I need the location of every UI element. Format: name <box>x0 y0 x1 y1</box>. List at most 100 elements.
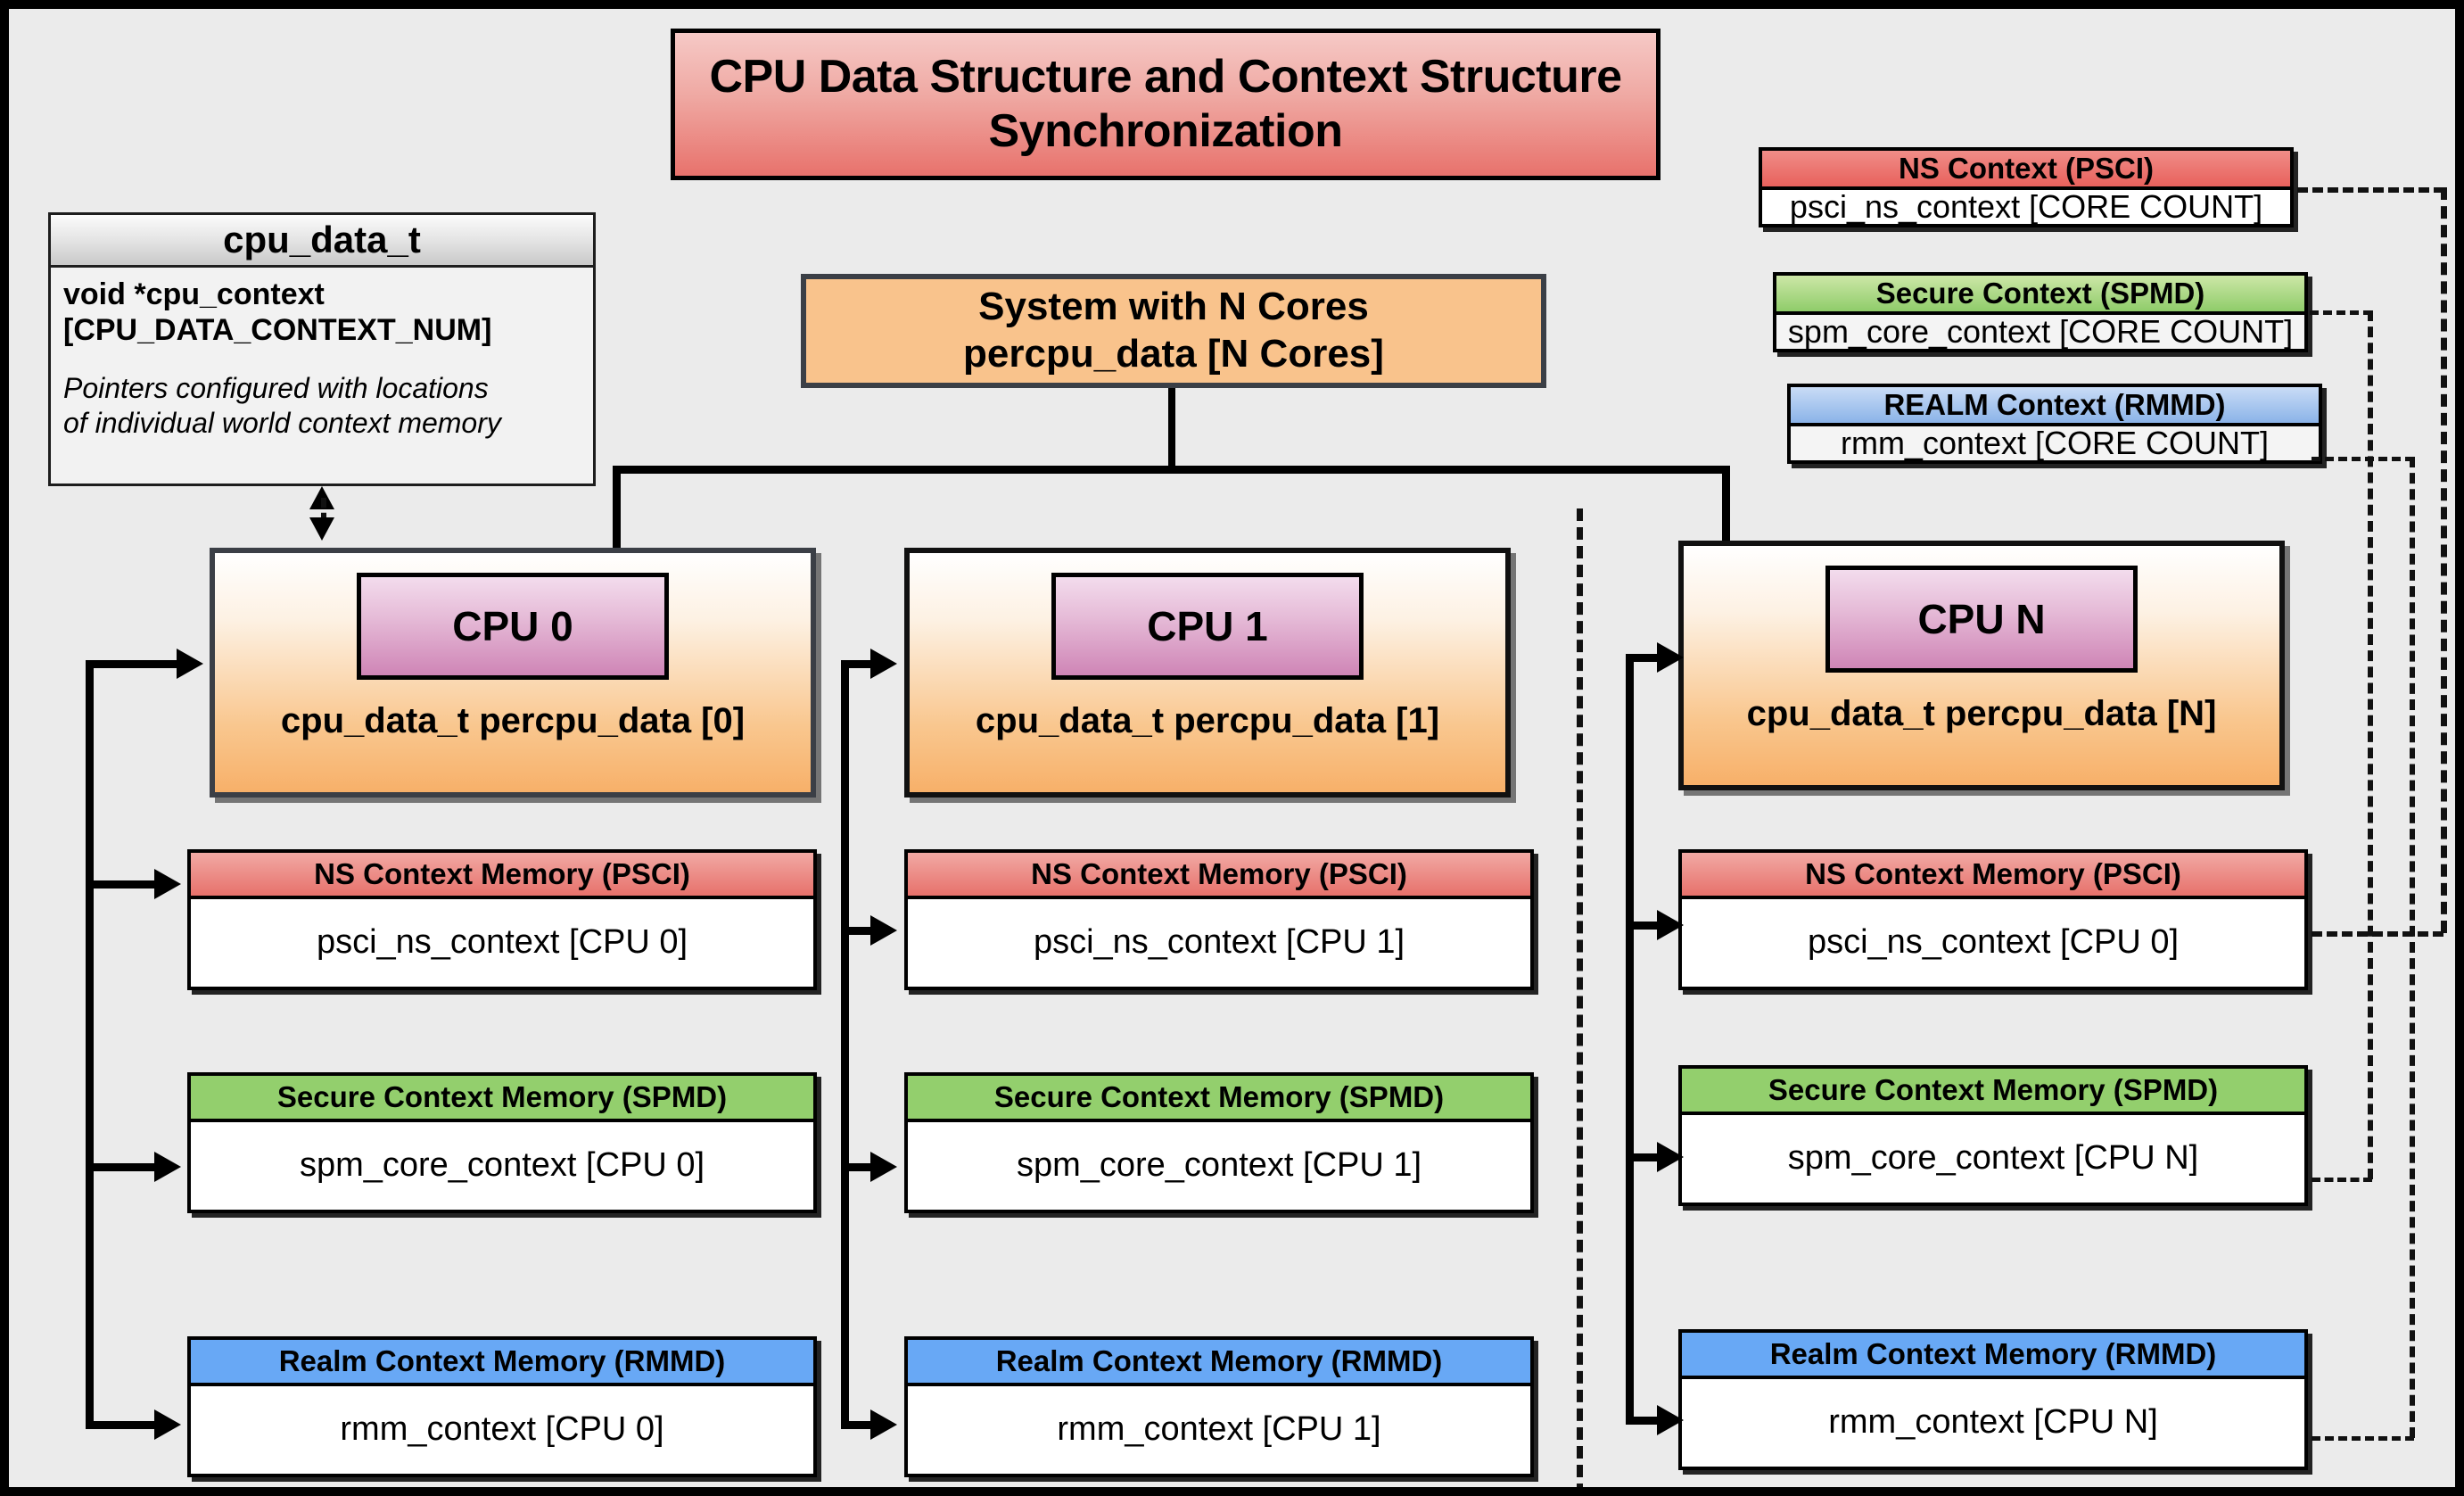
cpu-1-secure-body: spm_core_context [CPU 1] <box>908 1122 1530 1210</box>
cpu-n-secure-header: Secure Context Memory (SPMD) <box>1682 1069 2304 1115</box>
cpu-n-arrow-ns <box>1657 910 1684 940</box>
cpu-0-arrow-secure <box>154 1152 181 1182</box>
cpu-1-secure-header: Secure Context Memory (SPMD) <box>908 1076 1530 1122</box>
global-context-secure-header: Secure Context (SPMD) <box>1776 276 2304 316</box>
system-box: System with N Cores percpu_data [N Cores… <box>801 274 1546 388</box>
cpu-0-realm-header: Realm Context Memory (RMMD) <box>191 1340 813 1386</box>
cpu-n-ns-header: NS Context Memory (PSCI) <box>1682 853 2304 899</box>
secure-link-bottom <box>2312 1178 2372 1182</box>
struct-field-line-2: [CPU_DATA_CONTEXT_NUM] <box>63 313 492 348</box>
cpu-0-ns-body: psci_ns_context [CPU 0] <box>191 899 813 987</box>
cpu-1-label: CPU 1 <box>1051 573 1364 680</box>
realm-link-vertical <box>2410 457 2415 1438</box>
secure-link-top <box>2310 310 2372 315</box>
system-box-text: System with N Cores percpu_data [N Cores… <box>963 284 1384 378</box>
cpu-n-sublabel: cpu_data_t percpu_data [N] <box>1746 694 2217 733</box>
struct-body: void *cpu_context [CPU_DATA_CONTEXT_NUM]… <box>51 268 593 440</box>
global-context-ns-body: psci_ns_context [CORE COUNT] <box>1762 190 2290 224</box>
cpu-0-secure-header: Secure Context Memory (SPMD) <box>191 1076 813 1122</box>
cpu-0-bus-branch-realm <box>86 1421 161 1429</box>
cpu-1-realm-body: rmm_context [CPU 1] <box>908 1386 1530 1474</box>
global-context-ns: NS Context (PSCI) psci_ns_context [CORE … <box>1759 147 2294 227</box>
global-context-secure: Secure Context (SPMD) spm_core_context [… <box>1773 272 2308 352</box>
tree-leg-right <box>1722 466 1730 548</box>
global-context-secure-body: spm_core_context [CORE COUNT] <box>1776 315 2304 349</box>
global-context-ns-header: NS Context (PSCI) <box>1762 151 2290 191</box>
struct-note-line-1: Pointers configured with locations <box>63 372 489 405</box>
cpu-n-arrow-realm <box>1657 1405 1684 1435</box>
cpu-0-arrow-realm <box>154 1409 181 1440</box>
cpu-0-bus-branch-secure <box>86 1163 161 1171</box>
global-context-realm: REALM Context (RMMD) rmm_context [CORE C… <box>1787 384 2322 464</box>
system-line-1: System with N Cores <box>978 285 1369 329</box>
cpu-n-bus-vertical <box>1626 654 1634 1425</box>
cpu-1-secure-context-memory: Secure Context Memory (SPMD) spm_core_co… <box>904 1072 1534 1213</box>
cpu-1-ns-context-memory: NS Context Memory (PSCI) psci_ns_context… <box>904 849 1534 990</box>
cpu-n-bus-branch-realm <box>1626 1417 1663 1425</box>
cpu-panel-0: CPU 0 cpu_data_t percpu_data [0] <box>210 548 816 798</box>
ns-link-vertical <box>2441 187 2447 933</box>
cpu-1-bus-branch-ns <box>841 927 877 935</box>
cpu-0-realm-context-memory: Realm Context Memory (RMMD) rmm_context … <box>187 1336 817 1477</box>
secure-link-vertical <box>2368 310 2373 1179</box>
cpu-1-bus-vertical <box>841 660 849 1429</box>
cpu-1-sublabel: cpu_data_t percpu_data [1] <box>975 701 1440 740</box>
cpu-0-bus-vertical <box>86 660 94 1429</box>
cpu-0-arrow-panel <box>177 649 203 679</box>
global-context-realm-header: REALM Context (RMMD) <box>1791 387 2319 427</box>
cpu-0-secure-body: spm_core_context [CPU 0] <box>191 1122 813 1210</box>
cpu-1-realm-header: Realm Context Memory (RMMD) <box>908 1340 1530 1386</box>
cpu-1-arrow-secure <box>870 1152 897 1182</box>
tree-leg-left <box>613 466 621 550</box>
cpu-0-ns-header: NS Context Memory (PSCI) <box>191 853 813 899</box>
cpu-0-sublabel: cpu_data_t percpu_data [0] <box>280 701 746 740</box>
cpu-n-realm-header: Realm Context Memory (RMMD) <box>1682 1333 2304 1379</box>
cpu-n-realm-body: rmm_context [CPU N] <box>1682 1379 2304 1467</box>
cpu-0-secure-context-memory: Secure Context Memory (SPMD) spm_core_co… <box>187 1072 817 1213</box>
ns-link-bottom <box>2312 931 2443 937</box>
cpu-n-bus-branch-secure <box>1626 1153 1663 1161</box>
cpu-1-ns-body: psci_ns_context [CPU 1] <box>908 899 1530 987</box>
cpu-n-bus-branch-panel <box>1626 654 1663 662</box>
struct-link-arrow-down <box>309 517 334 541</box>
cpu-0-arrow-ns <box>154 869 181 899</box>
cpu-1-arrow-panel <box>870 649 897 679</box>
cpu-0-bus-branch-panel <box>86 660 184 668</box>
cpu-n-label: CPU N <box>1825 566 2138 673</box>
ns-link-top <box>2297 187 2444 193</box>
realm-link-top <box>2312 457 2414 461</box>
cpu-1-realm-context-memory: Realm Context Memory (RMMD) rmm_context … <box>904 1336 1534 1477</box>
cpu-n-secure-context-memory: Secure Context Memory (SPMD) spm_core_co… <box>1678 1065 2308 1206</box>
struct-note-line-2: of individual world context memory <box>63 406 501 439</box>
cpu-n-secure-body: spm_core_context [CPU N] <box>1682 1115 2304 1203</box>
cpu-panel-1: CPU 1 cpu_data_t percpu_data [1] <box>904 548 1511 798</box>
cpu-0-bus-branch-ns <box>86 880 161 889</box>
cpu-0-label: CPU 0 <box>357 573 669 680</box>
cpu-1-bus-branch-realm <box>841 1421 877 1429</box>
tree-stem <box>1168 388 1175 471</box>
global-context-realm-body: rmm_context [CORE COUNT] <box>1791 426 2319 460</box>
cpu-n-realm-context-memory: Realm Context Memory (RMMD) rmm_context … <box>1678 1329 2308 1470</box>
struct-name: cpu_data_t <box>51 215 593 268</box>
diagram-title: CPU Data Structure and Context Structure… <box>671 29 1661 180</box>
cpu-1-bus-branch-secure <box>841 1163 877 1171</box>
cpu-0-realm-body: rmm_context [CPU 0] <box>191 1386 813 1474</box>
cpu-0-ns-context-memory: NS Context Memory (PSCI) psci_ns_context… <box>187 849 817 990</box>
cpu-1-ns-header: NS Context Memory (PSCI) <box>908 853 1530 899</box>
struct-link-dashed <box>321 498 326 523</box>
realm-link-bottom <box>2312 1436 2414 1441</box>
cpu-1-arrow-realm <box>870 1409 897 1440</box>
cpu-n-ns-body: psci_ns_context [CPU 0] <box>1682 899 2304 987</box>
cpu-panel-n: CPU N cpu_data_t percpu_data [N] <box>1678 541 2285 790</box>
cpu-1-arrow-ns <box>870 915 897 946</box>
struct-field-line-1: void *cpu_context <box>63 277 325 311</box>
cpu-group-separator <box>1577 508 1583 1487</box>
cpu-data-t-struct-box: cpu_data_t void *cpu_context [CPU_DATA_C… <box>48 212 596 486</box>
system-line-2: percpu_data [N Cores] <box>963 332 1384 376</box>
cpu-1-bus-branch-panel <box>841 660 877 668</box>
cpu-n-ns-context-memory: NS Context Memory (PSCI) psci_ns_context… <box>1678 849 2308 990</box>
cpu-n-bus-branch-ns <box>1626 922 1663 930</box>
cpu-n-arrow-panel <box>1657 642 1684 673</box>
tree-crossbar <box>613 466 1730 474</box>
